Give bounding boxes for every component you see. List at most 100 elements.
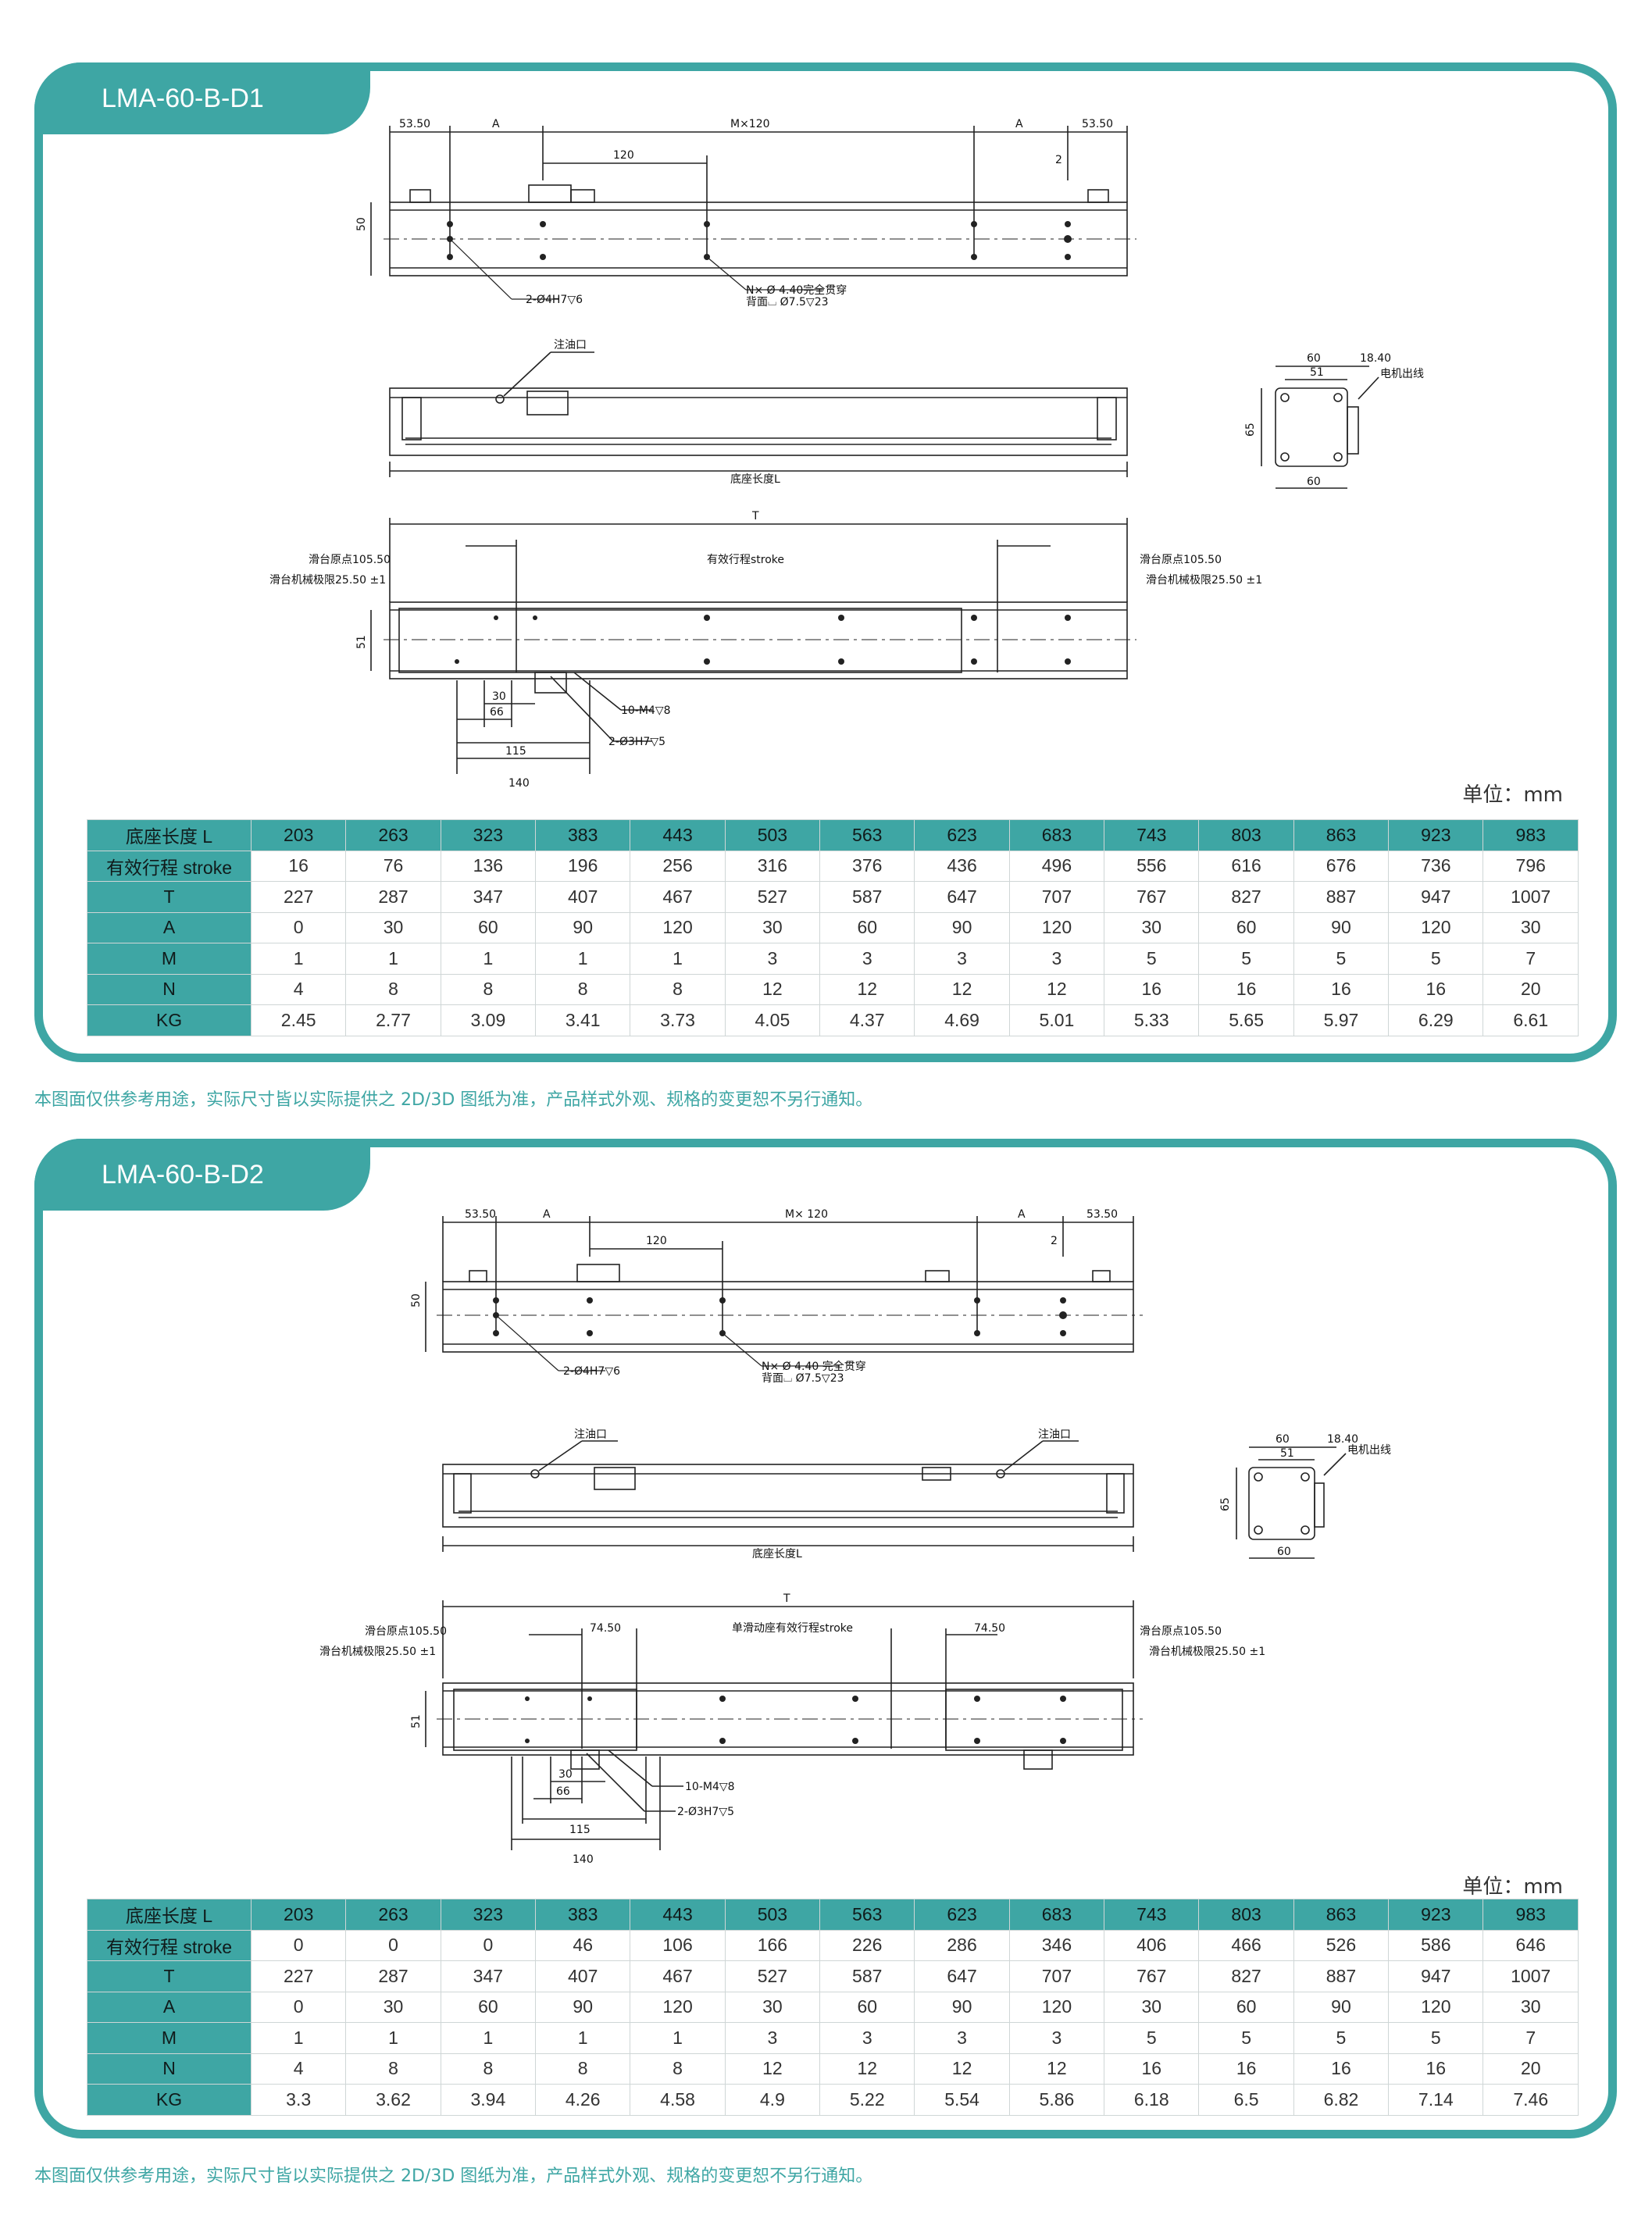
table-cell: 467 xyxy=(630,881,726,913)
table-cell: 5 xyxy=(1198,2022,1294,2054)
table-cell: 12 xyxy=(914,2053,1010,2085)
table-cell: 376 xyxy=(819,850,915,882)
table-cell: 90 xyxy=(914,1991,1010,2023)
origin-left: 滑台原点105.50 xyxy=(365,1625,447,1638)
table-cell: 5.01 xyxy=(1008,1004,1105,1036)
table-cell: 8 xyxy=(535,2053,631,2085)
table-cell: 8 xyxy=(440,973,537,1005)
technical-drawing-d2: 53.50 A M× 120 A 53.50 120 2 50 2-Ø4H7▽6… xyxy=(319,1208,1391,1866)
row-header: 有效行程 stroke xyxy=(87,850,252,882)
end-18: 18.40 xyxy=(1360,352,1391,365)
base-length-label: 底座长度L xyxy=(730,473,780,486)
table-cell: 767 xyxy=(1104,881,1200,913)
table-cell: 106 xyxy=(630,1929,726,1961)
m4-label: 10-M4▽8 xyxy=(685,1781,735,1793)
table-cell: 1 xyxy=(630,2022,726,2054)
table-cell: 323 xyxy=(440,1899,537,1931)
dim-t: T xyxy=(751,510,759,523)
dim-53-left: 53.50 xyxy=(465,1208,496,1221)
table-cell: 16 xyxy=(1104,2053,1200,2085)
table-cell: 1 xyxy=(345,2022,441,2054)
table-cell: 3 xyxy=(724,943,821,975)
dim-120: 120 xyxy=(613,149,634,162)
table-cell: 5.86 xyxy=(1008,2084,1105,2116)
table-cell: 8 xyxy=(345,973,441,1005)
table-cell: 947 xyxy=(1388,1960,1484,1992)
dim-50: 50 xyxy=(410,1293,423,1307)
table-cell: 227 xyxy=(250,881,347,913)
table-cell: 3.41 xyxy=(535,1004,631,1036)
table-cell: 863 xyxy=(1293,819,1390,851)
table-cell: 563 xyxy=(819,819,915,851)
table-cell: 16 xyxy=(1293,2053,1390,2085)
table-cell: 383 xyxy=(535,1899,631,1931)
table-cell: 503 xyxy=(724,1899,821,1931)
dim-2: 2 xyxy=(1055,154,1062,166)
table-cell: 5.97 xyxy=(1293,1004,1390,1036)
dim-115: 115 xyxy=(505,745,526,758)
row-header: T xyxy=(87,881,252,913)
table-cell: 287 xyxy=(345,1960,441,1992)
table-cell: 1 xyxy=(535,943,631,975)
table-cell: 527 xyxy=(724,881,821,913)
table-cell: 90 xyxy=(914,911,1010,943)
table-cell: 736 xyxy=(1388,850,1484,882)
table-cell: 30 xyxy=(1483,911,1579,943)
spec-card-d1: LMA-60-B-D1 53. xyxy=(34,62,1617,1062)
table-cell: 1 xyxy=(440,2022,537,2054)
table-cell: 3 xyxy=(914,2022,1010,2054)
table-cell: 923 xyxy=(1388,819,1484,851)
table-cell: 30 xyxy=(1104,911,1200,943)
table-cell: 12 xyxy=(1008,973,1105,1005)
hole-n: N× Ø 4.40 完全贯穿 xyxy=(762,1360,866,1373)
row-header: 底座长度 L xyxy=(87,819,252,851)
table-cell: 4.26 xyxy=(535,2084,631,2116)
table-cell: 743 xyxy=(1104,1899,1200,1931)
table-cell: 203 xyxy=(250,819,347,851)
table-cell: 120 xyxy=(1008,1991,1105,2023)
model-title: LMA-60-B-D1 xyxy=(34,62,370,134)
table-cell: 90 xyxy=(1293,1991,1390,2023)
row-header: N xyxy=(87,2053,252,2085)
table-cell: 30 xyxy=(1104,1991,1200,2023)
table-cell: 923 xyxy=(1388,1899,1484,1931)
table-cell: 6.61 xyxy=(1483,1004,1579,1036)
h3-label: 2-Ø3H7▽5 xyxy=(677,1806,734,1818)
table-cell: 647 xyxy=(914,881,1010,913)
table-cell: 4.58 xyxy=(630,2084,726,2116)
table-cell: 226 xyxy=(819,1929,915,1961)
table-cell: 5 xyxy=(1388,2022,1484,2054)
dim-2: 2 xyxy=(1051,1235,1058,1247)
m4-label: 10-M4▽8 xyxy=(621,704,671,717)
table-cell: 4.37 xyxy=(819,1004,915,1036)
end-60-top: 60 xyxy=(1307,352,1321,365)
table-cell: 60 xyxy=(1198,911,1294,943)
hole-n-back: 背面⌴ Ø7.5▽23 xyxy=(746,296,829,309)
oil-port-label-2: 注油口 xyxy=(1038,1428,1071,1441)
table-cell: 407 xyxy=(535,1960,631,1992)
table-cell: 947 xyxy=(1388,881,1484,913)
technical-drawing-d1: 53.50 A M×120 A 53.50 120 2 50 2-Ø4H7▽6 … xyxy=(269,118,1424,790)
dim-50: 50 xyxy=(355,217,368,231)
table-cell: 707 xyxy=(1008,881,1105,913)
table-cell: 0 xyxy=(440,1929,537,1961)
table-cell: 60 xyxy=(819,911,915,943)
end-65: 65 xyxy=(1244,423,1257,437)
table-cell: 1 xyxy=(630,943,726,975)
table-cell: 5 xyxy=(1104,2022,1200,2054)
table-cell: 1 xyxy=(345,943,441,975)
table-cell: 5 xyxy=(1293,943,1390,975)
dim-m: M×120 xyxy=(730,118,770,130)
table-cell: 90 xyxy=(1293,911,1390,943)
dim-7450-right: 74.50 xyxy=(974,1622,1005,1635)
row-header: A xyxy=(87,1991,252,2023)
table-cell: 5.54 xyxy=(914,2084,1010,2116)
dim-30: 30 xyxy=(558,1768,573,1781)
table-cell: 707 xyxy=(1008,1960,1105,1992)
table-cell: 203 xyxy=(250,1899,347,1931)
